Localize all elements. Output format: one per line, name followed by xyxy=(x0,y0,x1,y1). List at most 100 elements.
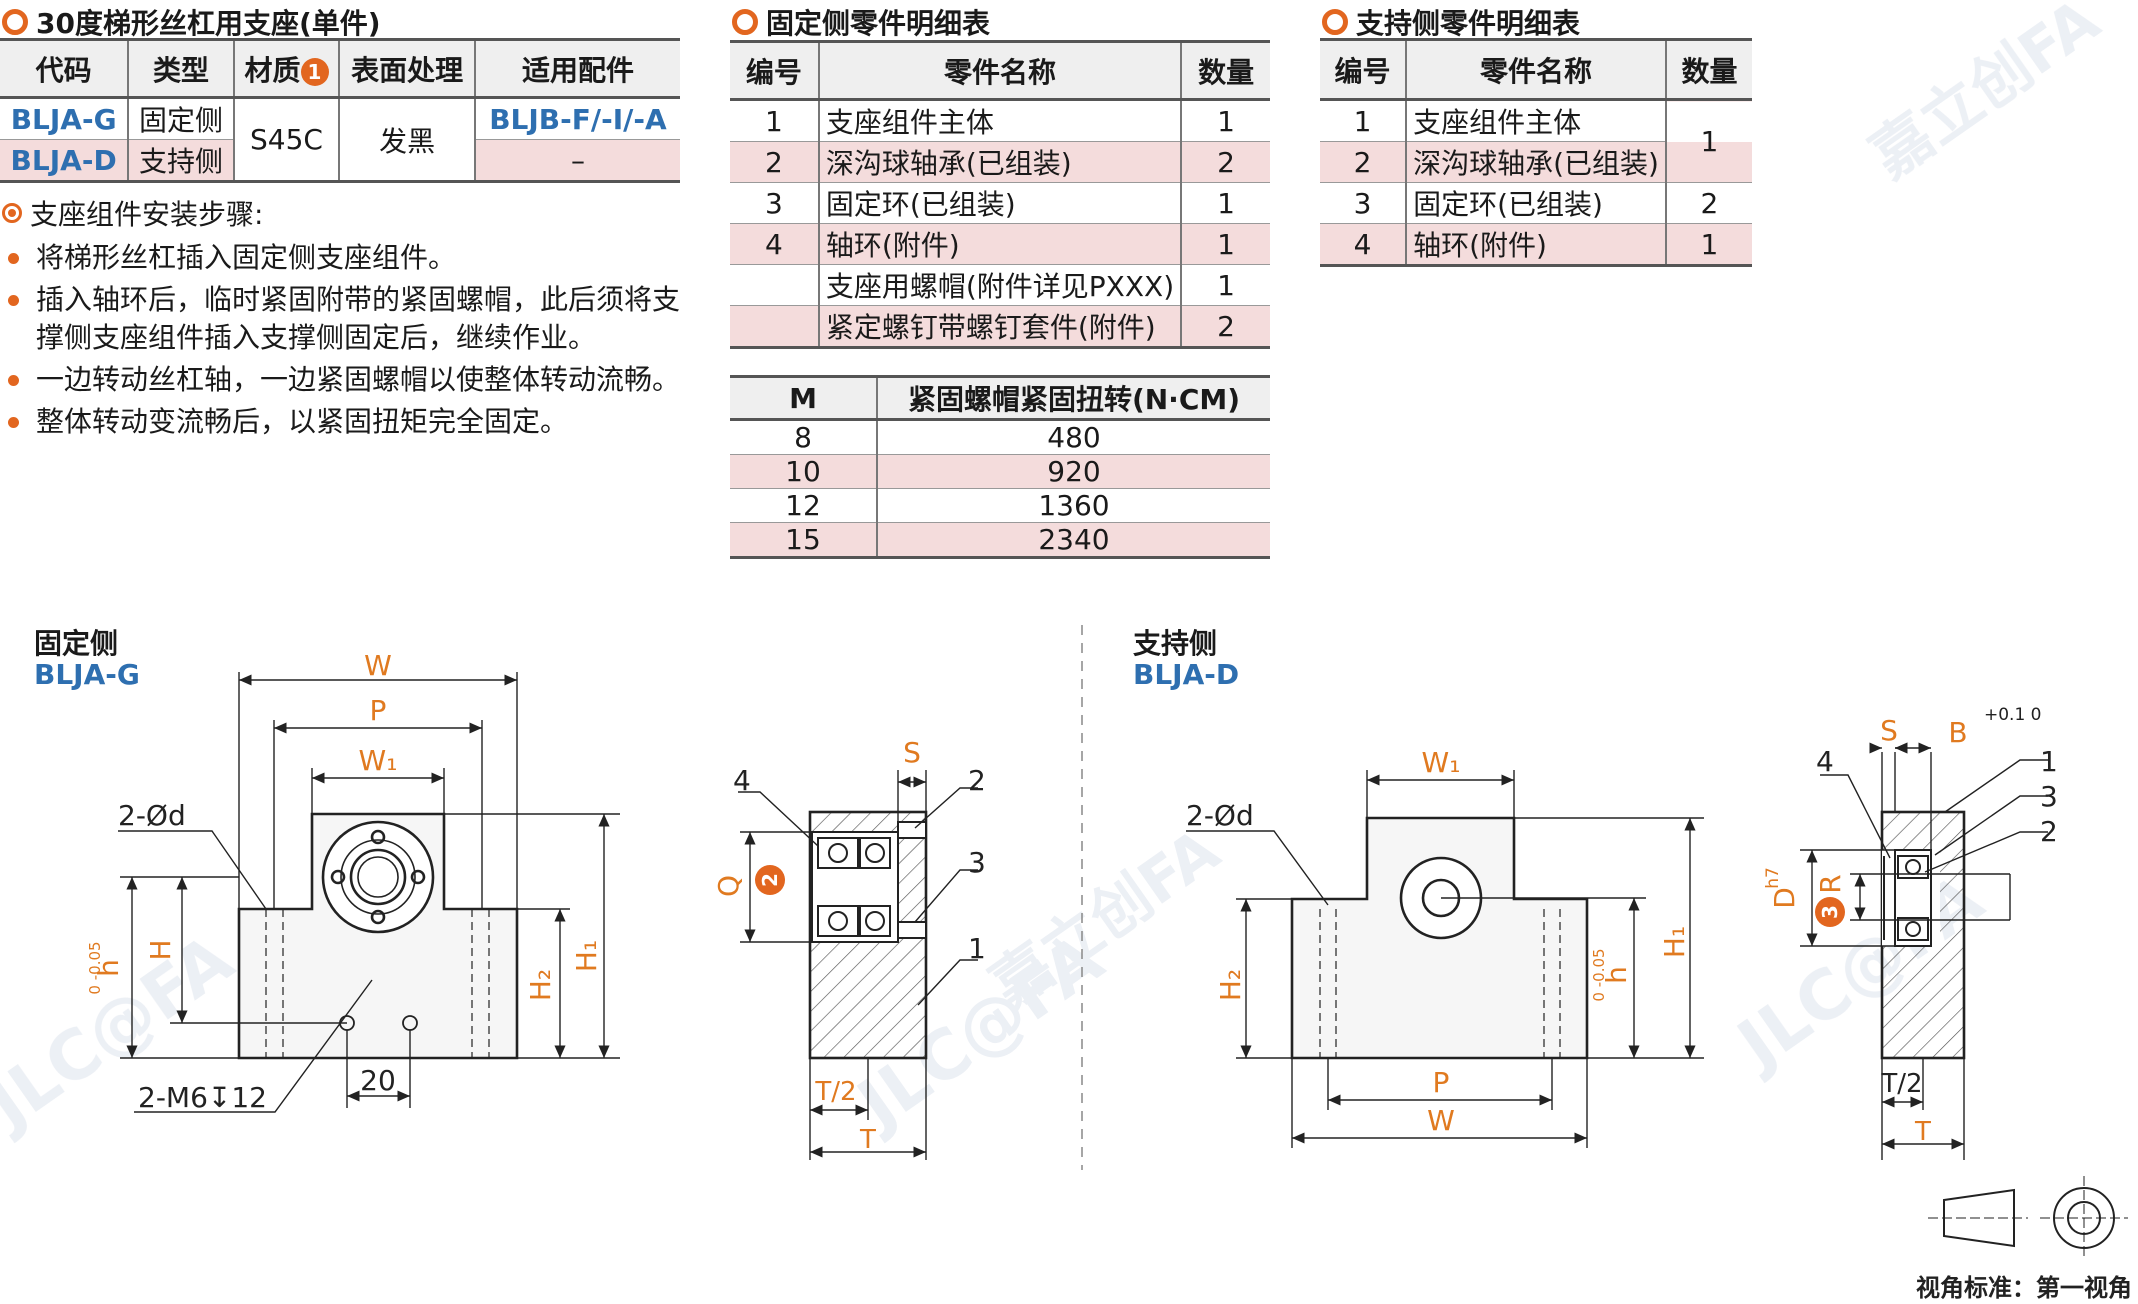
cell: 紧定螺钉带螺钉套件(附件) xyxy=(818,305,1183,348)
cell xyxy=(730,305,820,348)
cell: 深沟球轴承(已组装) xyxy=(818,141,1183,183)
cell: 4 xyxy=(1320,223,1408,266)
spec-surface: 发黑 xyxy=(339,97,476,182)
step-2: 插入轴环后，临时紧固附带的紧固螺帽，此后须将支撑侧支座组件插入支撑侧固定后，继续… xyxy=(2,281,682,357)
cell xyxy=(730,264,820,306)
install-steps: 支座组件安装步骤: 将梯形丝杠插入固定侧支座组件。 插入轴环后，临时紧固附带的紧… xyxy=(2,193,682,441)
cell: 3 xyxy=(730,182,820,224)
dim-W: W xyxy=(1427,1104,1455,1137)
cell: 轴环(附件) xyxy=(1406,223,1667,266)
dim-T2: T/2 xyxy=(814,1077,856,1107)
table-row: 2 深沟球轴承(已组装) xyxy=(1320,141,1752,183)
cell: 4 xyxy=(730,223,820,265)
support-front-dimensions xyxy=(1186,770,1704,1148)
table-row: 3 固定环(已组装) 1 xyxy=(730,182,1270,224)
part-4: 4 xyxy=(733,764,751,797)
cell: 深沟球轴承(已组装) xyxy=(1406,141,1667,183)
target-icon xyxy=(2,203,22,223)
spec-type-d: 支持侧 xyxy=(128,139,235,182)
spec-header-type: 类型 xyxy=(128,39,235,98)
step-4: 整体转动变流畅后，以紧固扭矩完全固定。 xyxy=(2,403,682,441)
dim-d: 2-Ød xyxy=(118,799,186,832)
torque-header-m: M xyxy=(730,376,878,420)
table-row: 8 480 xyxy=(730,419,1270,455)
support-parts-table: 编号 零件名称 数量 1 支座组件主体 1 2 深沟球轴承(已组装) 3 固定环… xyxy=(1320,38,1752,267)
cell: 2 xyxy=(1181,305,1270,348)
cell: 920 xyxy=(877,454,1270,489)
badge-2: 2 xyxy=(758,873,782,887)
fixed-parts-table: 编号 零件名称 数量 1 支座组件主体 1 2 深沟球轴承(已组装) 2 3 固… xyxy=(730,40,1270,349)
dim-R: R xyxy=(1814,874,1847,893)
cell: 固定环(已组装) xyxy=(818,182,1183,224)
support-parts-title: 支持侧零件明细表 xyxy=(1322,2,1580,42)
cell: 1 xyxy=(1217,268,1235,302)
dim-W1: W₁ xyxy=(1422,746,1461,779)
spec-type-g: 固定侧 xyxy=(128,97,235,140)
support-header-no: 编号 xyxy=(1320,39,1408,100)
cell: 480 xyxy=(1047,421,1101,454)
torque-table: M 紧固螺帽紧固扭转(N·CM) 8 480 10 920 12 1360 15… xyxy=(730,375,1270,559)
dim-h: h xyxy=(92,959,125,977)
support-header-qty: 数量 xyxy=(1665,39,1752,100)
dim-d: 2-Ød xyxy=(1186,799,1254,832)
support-header-name: 零件名称 xyxy=(1406,39,1667,100)
fixed-section-view: S Q 2 T/2 T 4 2 3 1 xyxy=(712,736,986,1160)
cell: 2 xyxy=(1700,186,1719,220)
cell: 2340 xyxy=(877,522,1270,558)
drawing-right-title: 支持侧 xyxy=(1133,627,1218,660)
table-row: 1 支座组件主体 1 xyxy=(1320,99,1752,183)
dim-P: P xyxy=(370,694,387,727)
fixed-header-no: 编号 xyxy=(730,41,820,100)
spec-code-d: BLJA-D xyxy=(0,139,130,182)
table-row: 2 深沟球轴承(已组装) 2 xyxy=(730,141,1270,183)
watermark-cn: 嘉立创FA xyxy=(1858,0,2112,192)
table-row: 10 920 xyxy=(730,454,1270,489)
drawing-right-code: BLJA-D xyxy=(1133,658,1240,691)
dim-H2: H₂ xyxy=(524,969,557,1001)
cell: 1 xyxy=(1320,99,1408,142)
cell: 1 xyxy=(1181,223,1270,265)
cell: 1360 xyxy=(1038,489,1110,522)
cell: 12 xyxy=(730,488,878,523)
material-badge: 1 xyxy=(300,57,329,86)
dim-T2: T/2 xyxy=(1880,1069,1922,1099)
fixed-front-dimensions xyxy=(118,672,620,1113)
cell: 轴环(附件) xyxy=(818,223,1183,265)
bullet-ring-icon xyxy=(1322,9,1348,35)
badge-3: 3 xyxy=(1818,905,1842,919)
dim-h-tol: 0 -0.05 xyxy=(86,941,104,994)
dim-W: W xyxy=(364,649,392,682)
dim-D: D xyxy=(1768,887,1801,909)
table-row: 1 支座组件主体 1 xyxy=(730,99,1270,142)
dim-B: B xyxy=(1948,716,1967,749)
cell: 2 xyxy=(1320,141,1408,183)
dim-T: T xyxy=(1914,1117,1931,1147)
spec-header-code: 代码 xyxy=(0,39,130,98)
cell: 10 xyxy=(730,454,878,489)
drawing-left-title: 固定侧 xyxy=(34,627,119,660)
dim-W1: W₁ xyxy=(359,744,398,777)
table-row: 支座用螺帽(附件详见PXXX) 1 xyxy=(730,264,1270,306)
cell: 1 xyxy=(1665,223,1752,266)
cell: 2 xyxy=(1181,141,1270,183)
table-row: 4 轴环(附件) 1 xyxy=(730,223,1270,265)
badge-2-icon xyxy=(755,865,785,895)
badge-3-icon xyxy=(1815,897,1845,927)
torque-header-value: 紧固螺帽紧固扭转(N·CM) xyxy=(877,376,1270,420)
cell: 2 xyxy=(730,141,820,183)
dim-H1: H₁ xyxy=(1658,926,1691,958)
dim-D-tol: h7 xyxy=(1763,867,1783,889)
cell: 3 xyxy=(1320,182,1408,224)
cell: 15 xyxy=(730,522,878,558)
part-3: 3 xyxy=(2040,780,2058,813)
part-3: 3 xyxy=(968,846,986,879)
cell: 支座组件主体 xyxy=(818,99,1183,142)
bullet-ring-icon xyxy=(2,9,28,35)
fixed-parts-title: 固定侧零件明细表 xyxy=(732,2,990,42)
dim-P: P xyxy=(1433,1066,1450,1099)
step-3: 一边转动丝杠轴，一边紧固螺帽以使整体转动流畅。 xyxy=(2,361,682,399)
dim-B-tol: +0.1 0 xyxy=(1984,705,2042,725)
cell: 8 xyxy=(730,419,878,455)
table-row: 3 固定环(已组装) 2 xyxy=(1320,182,1752,224)
